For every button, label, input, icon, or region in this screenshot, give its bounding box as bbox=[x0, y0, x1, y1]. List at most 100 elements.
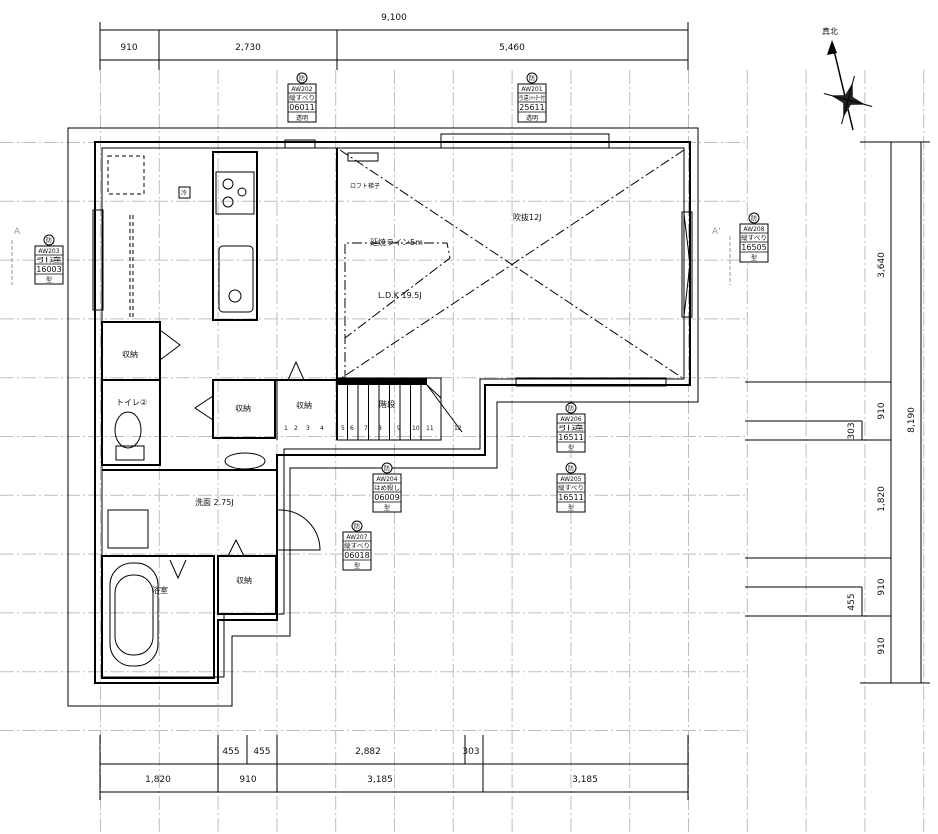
room-storage: 収納 bbox=[122, 349, 138, 359]
window-tag-box bbox=[517, 83, 547, 123]
grid-lines bbox=[0, 70, 925, 834]
building-walls bbox=[67, 127, 699, 707]
stair-step-number: 9 bbox=[397, 425, 401, 432]
window-code: 25611 bbox=[519, 103, 544, 112]
fire-mark-icon bbox=[43, 234, 55, 246]
stair-step-number: 10 bbox=[412, 425, 420, 432]
room-washroom: 洗面 2.75J bbox=[195, 497, 234, 507]
window-tag-mark: 防 bbox=[568, 405, 574, 413]
stair-step-number: 6 bbox=[350, 425, 354, 432]
room-ldk: L.D.K 19.5J bbox=[378, 291, 422, 300]
stair-step-number: 8 bbox=[378, 425, 382, 432]
window-code: 16511 bbox=[558, 433, 583, 442]
window-id: AW205 bbox=[560, 476, 581, 483]
window-glass: 型 bbox=[354, 562, 360, 570]
dim-right-inner: 303 bbox=[847, 422, 857, 439]
dim-right: 910 bbox=[877, 578, 887, 595]
window-tag-box bbox=[287, 83, 317, 123]
north-arrow-icon: 真北 bbox=[822, 26, 873, 131]
window-id: AW202 bbox=[291, 86, 312, 93]
window-tag-box bbox=[342, 531, 372, 571]
dim-bottom: 455 bbox=[253, 747, 270, 757]
stair-step-number: 12 bbox=[454, 425, 462, 432]
dim-top: 910 bbox=[120, 43, 137, 53]
dim-bottom: 3,185 bbox=[572, 775, 598, 785]
window-glass: 型 bbox=[568, 444, 574, 452]
window-type: 縦すべり bbox=[289, 94, 315, 102]
fridge-box bbox=[178, 186, 191, 199]
window-type: 引違 bbox=[558, 424, 584, 432]
dimension-lines bbox=[99, 22, 930, 800]
room-labels: L.D.K 19.5J 吹抜12J 延焼ライン5m ロフト梯子 冷 収納 収納 … bbox=[11, 182, 731, 595]
dim-right: 1,820 bbox=[877, 486, 887, 512]
window-tag-mark: 防 bbox=[529, 75, 535, 83]
window-tag-box bbox=[556, 413, 586, 453]
window-code: 06011 bbox=[289, 103, 314, 112]
window-tag-box bbox=[34, 245, 64, 285]
dim-top-total: 9,100 bbox=[381, 13, 407, 23]
window-tag-mark: 防 bbox=[384, 465, 390, 473]
fire-mark-icon bbox=[296, 72, 308, 84]
window-tag-mark: 防 bbox=[568, 465, 574, 473]
dimension-labels: 9,100 910 2,730 5,460 455 455 2,882 303 … bbox=[120, 13, 917, 785]
fire-mark-icon bbox=[351, 520, 363, 532]
room-fukinuke: 吹抜12J bbox=[513, 212, 542, 222]
fridge-label: 冷 bbox=[181, 189, 187, 197]
stair-step-number: 2 bbox=[294, 425, 298, 432]
window-tag-box bbox=[556, 473, 586, 513]
window-tag-mark: 防 bbox=[299, 75, 305, 83]
stair-step-number: 7 bbox=[364, 425, 368, 432]
window-glass: 透明 bbox=[296, 114, 308, 122]
window-id: AW207 bbox=[346, 534, 367, 541]
room-storage: 収納 bbox=[236, 575, 252, 585]
window-type: 引違ｼｬｯﾀｰ付 bbox=[519, 94, 545, 102]
section-mark-a: A bbox=[14, 227, 21, 237]
window-code: 06018 bbox=[344, 551, 369, 560]
room-stairs: 階段 bbox=[379, 399, 395, 409]
dim-right-total: 8,190 bbox=[907, 407, 917, 433]
window-id: AW203 bbox=[38, 248, 59, 255]
dim-bottom: 2,882 bbox=[355, 747, 381, 757]
window-tag-mark: 防 bbox=[751, 215, 757, 223]
dim-bottom: 3,185 bbox=[367, 775, 393, 785]
dim-top: 2,730 bbox=[235, 43, 261, 53]
window-tag-mark: 防 bbox=[46, 237, 52, 245]
dim-right: 3,640 bbox=[877, 252, 887, 278]
stair-step-number: 4 bbox=[320, 425, 324, 432]
section-mark-a-prime: A' bbox=[712, 227, 721, 237]
window-code: 16003 bbox=[36, 265, 61, 274]
window-glass: 透明 bbox=[526, 114, 538, 122]
window-glass: 型 bbox=[568, 504, 574, 512]
window-tag-box bbox=[739, 223, 769, 263]
enshou-line-label: 延焼ライン5m bbox=[370, 237, 423, 247]
window-tag-mark: 防 bbox=[354, 523, 360, 531]
window-code: 16505 bbox=[741, 243, 766, 252]
window-code: 16511 bbox=[558, 493, 583, 502]
window-id: AW208 bbox=[743, 226, 764, 233]
dim-right: 910 bbox=[877, 402, 887, 419]
window-type: 引違 bbox=[36, 256, 62, 264]
fire-mark-icon bbox=[565, 462, 577, 474]
fire-mark-icon bbox=[565, 402, 577, 414]
room-toilet: トイレ② bbox=[116, 398, 147, 407]
fire-mark-icon bbox=[748, 212, 760, 224]
window-id: AW201 bbox=[521, 86, 542, 93]
window-tag-box bbox=[372, 473, 402, 513]
dim-bottom: 1,820 bbox=[145, 775, 171, 785]
room-storage: 収納 bbox=[296, 400, 312, 410]
window-tags: 防AW202縦すべり06011透明防AW201引違ｼｬｯﾀｰ付25611透明防A… bbox=[34, 72, 769, 571]
window-type: 縦すべり bbox=[558, 484, 584, 492]
dim-top: 5,460 bbox=[499, 43, 525, 53]
fire-mark-icon bbox=[526, 72, 538, 84]
dim-bottom: 910 bbox=[239, 775, 256, 785]
